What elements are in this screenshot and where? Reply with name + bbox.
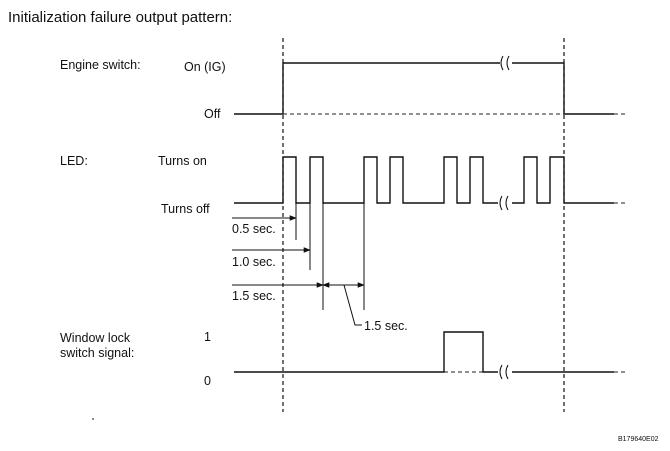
figure-code: B179640E02 <box>618 436 659 443</box>
window-lock-low-label: 0 <box>204 374 211 388</box>
timing-label-0-5-sec: 0.5 sec. <box>232 222 276 236</box>
engine-switch-off-label: Off <box>204 107 221 121</box>
window-lock-label-line1: Window lock <box>60 331 131 345</box>
engine-switch-on-label: On (IG) <box>184 60 226 74</box>
engine-switch-waveform <box>234 55 628 115</box>
window-lock-waveform <box>234 331 628 380</box>
led-waveform <box>234 156 628 211</box>
led-turns-off-label: Turns off <box>161 202 210 216</box>
timing-label-1-5-sec: 1.5 sec. <box>232 289 276 303</box>
engine-switch-label: Engine switch: <box>60 58 141 72</box>
timing-label-1-0-sec: 1.0 sec. <box>232 255 276 269</box>
led-label: LED: <box>60 154 88 168</box>
diagram-title: Initialization failure output pattern: <box>8 9 232 26</box>
window-lock-high-label: 1 <box>204 330 211 344</box>
timing-dimensions <box>232 203 365 326</box>
led-turns-on-label: Turns on <box>158 154 207 168</box>
window-lock-label-line2: switch signal: <box>60 346 134 360</box>
timing-label-1-5-sec-interval: 1.5 sec. <box>364 319 408 333</box>
